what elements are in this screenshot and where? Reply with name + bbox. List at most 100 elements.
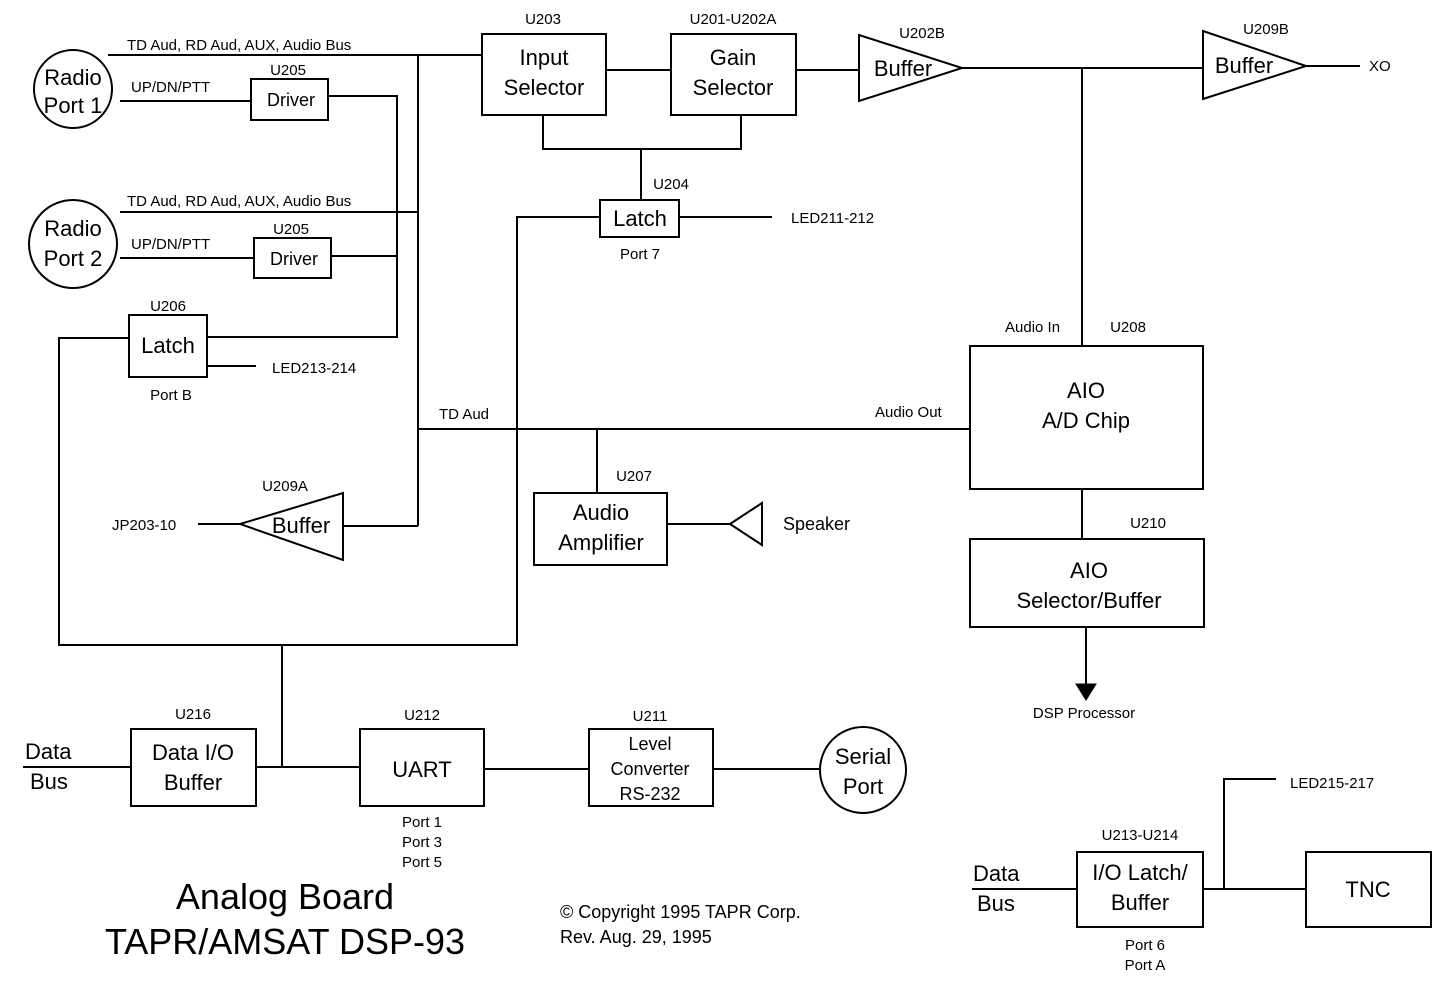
buffer-u209b: Buffer: [1202, 29, 1310, 101]
port-b-label: Port B: [150, 387, 192, 404]
svg-text:Driver: Driver: [267, 90, 315, 110]
gain-selector: Gain Selector: [670, 33, 797, 116]
data-bus-label-left-2: Bus: [30, 769, 68, 794]
bus-label-1: TD Aud, RD Aud, AUX, Audio Bus: [127, 37, 351, 54]
svg-text:Latch: Latch: [141, 333, 195, 358]
svg-text:Level: Level: [628, 734, 671, 754]
ref-u207: U207: [616, 468, 652, 485]
speaker-label: Speaker: [783, 514, 850, 534]
svg-text:Selector: Selector: [693, 75, 774, 100]
level-converter: Level Converter RS-232: [588, 728, 714, 807]
serial-port: Serial Port: [819, 726, 907, 814]
updn-label-1: UP/DN/PTT: [131, 79, 210, 96]
ref-u206: U206: [150, 298, 186, 315]
aio-selector-buffer: AIO Selector/Buffer: [969, 538, 1205, 628]
copyright-line-1: © Copyright 1995 TAPR Corp.: [560, 902, 801, 922]
svg-text:Radio: Radio: [44, 65, 101, 90]
svg-text:AIO: AIO: [1070, 558, 1108, 583]
data-bus-label-left-1: Data: [25, 739, 72, 764]
buffer-u202b: Buffer: [858, 33, 966, 103]
ref-u208: U208: [1110, 319, 1146, 336]
svg-text:I/O Latch/: I/O Latch/: [1092, 860, 1188, 885]
copyright-line-2: Rev. Aug. 29, 1995: [560, 927, 712, 947]
port7-label: Port 7: [620, 246, 660, 263]
dsp-processor-label: DSP Processor: [1033, 705, 1135, 722]
io-port-a: Port A: [1125, 957, 1166, 974]
data-bus-label-right-1: Data: [973, 861, 1020, 886]
svg-text:Buffer: Buffer: [1111, 890, 1169, 915]
ref-u211: U211: [633, 708, 668, 725]
td-aud-label: TD Aud: [439, 406, 489, 423]
uart: UART: [359, 728, 485, 807]
svg-text:Input: Input: [520, 45, 569, 70]
audio-amplifier: Audio Amplifier: [533, 492, 668, 566]
uart-port-3: Port 3: [402, 834, 442, 851]
updn-label-2: UP/DN/PTT: [131, 236, 210, 253]
aio-ad-chip: AIO A/D Chip: [969, 345, 1204, 490]
speaker-icon: [728, 501, 763, 547]
svg-text:Amplifier: Amplifier: [558, 530, 644, 555]
uart-port-5: Port 5: [402, 854, 442, 871]
led215-label: LED215-217: [1290, 775, 1374, 792]
svg-text:Data I/O: Data I/O: [152, 740, 234, 765]
svg-text:Port: Port: [843, 774, 883, 799]
svg-text:Latch: Latch: [613, 206, 667, 231]
svg-text:Converter: Converter: [610, 759, 689, 779]
svg-text:Gain: Gain: [710, 45, 756, 70]
io-latch-buffer: I/O Latch/ Buffer: [1076, 851, 1204, 928]
latch-u204: Latch: [599, 199, 680, 238]
led211-label: LED211-212: [791, 210, 874, 227]
ref-u209a: U209A: [262, 478, 308, 495]
svg-text:RS-232: RS-232: [619, 784, 680, 804]
svg-text:Buffer: Buffer: [164, 770, 222, 795]
svg-text:Buffer: Buffer: [874, 56, 932, 81]
title-line-1: Analog Board: [176, 876, 394, 917]
svg-text:Buffer: Buffer: [272, 513, 330, 538]
audio-in-label: Audio In: [1005, 319, 1060, 336]
latch-u206: Latch: [128, 314, 208, 378]
svg-text:Port 2: Port 2: [44, 246, 103, 271]
driver-u205-a: Driver: [250, 78, 329, 121]
reference-designators: U203 U201-U202A U202B U209B U205 U205 U2…: [150, 11, 1289, 844]
ref-u203: U203: [525, 11, 561, 28]
ref-u209b: U209B: [1243, 21, 1289, 38]
ref-u210: U210: [1130, 515, 1166, 532]
radio-port-2: Radio Port 2: [28, 199, 118, 289]
svg-text:Serial: Serial: [835, 744, 891, 769]
ref-u204: U204: [653, 176, 689, 193]
input-selector: Input Selector: [481, 33, 607, 116]
buffer-u209a: Buffer: [236, 491, 344, 562]
uart-port-1: Port 1: [402, 814, 442, 831]
ref-u216: U216: [175, 706, 211, 723]
copyright-block: © Copyright 1995 TAPR Corp. Rev. Aug. 29…: [560, 902, 801, 947]
svg-text:Audio: Audio: [573, 500, 629, 525]
data-bus-label-right-2: Bus: [977, 891, 1015, 916]
signal-labels: TD Aud, RD Aud, AUX, Audio Bus TD Aud, R…: [25, 37, 1391, 974]
bus-label-2: TD Aud, RD Aud, AUX, Audio Bus: [127, 193, 351, 210]
svg-text:A/D Chip: A/D Chip: [1042, 408, 1130, 433]
svg-text:AIO: AIO: [1067, 378, 1105, 403]
tnc: TNC: [1305, 851, 1432, 928]
ref-u212: U212: [404, 707, 440, 724]
svg-text:Driver: Driver: [270, 249, 318, 269]
svg-text:TNC: TNC: [1345, 877, 1390, 902]
wires: [23, 54, 1360, 890]
ref-u201-u202a: U201-U202A: [690, 11, 777, 28]
title-block: Analog Board TAPR/AMSAT DSP-93: [105, 876, 465, 962]
audio-out-label: Audio Out: [875, 404, 943, 421]
ref-u213-u214: U213-U214: [1102, 827, 1179, 844]
xo-label: XO: [1369, 58, 1391, 75]
ref-u205-b: U205: [273, 221, 309, 238]
svg-text:Selector: Selector: [504, 75, 585, 100]
radio-port-1: Radio Port 1: [33, 49, 113, 129]
svg-text:Radio: Radio: [44, 216, 101, 241]
svg-text:UART: UART: [392, 757, 452, 782]
svg-text:Port 1: Port 1: [44, 93, 103, 118]
ref-u202b: U202B: [899, 25, 945, 42]
data-io-buffer: Data I/O Buffer: [130, 728, 257, 807]
svg-text:Selector/Buffer: Selector/Buffer: [1016, 588, 1161, 613]
io-port-6: Port 6: [1125, 937, 1165, 954]
title-line-2: TAPR/AMSAT DSP-93: [105, 921, 465, 962]
led213-label: LED213-214: [272, 360, 356, 377]
